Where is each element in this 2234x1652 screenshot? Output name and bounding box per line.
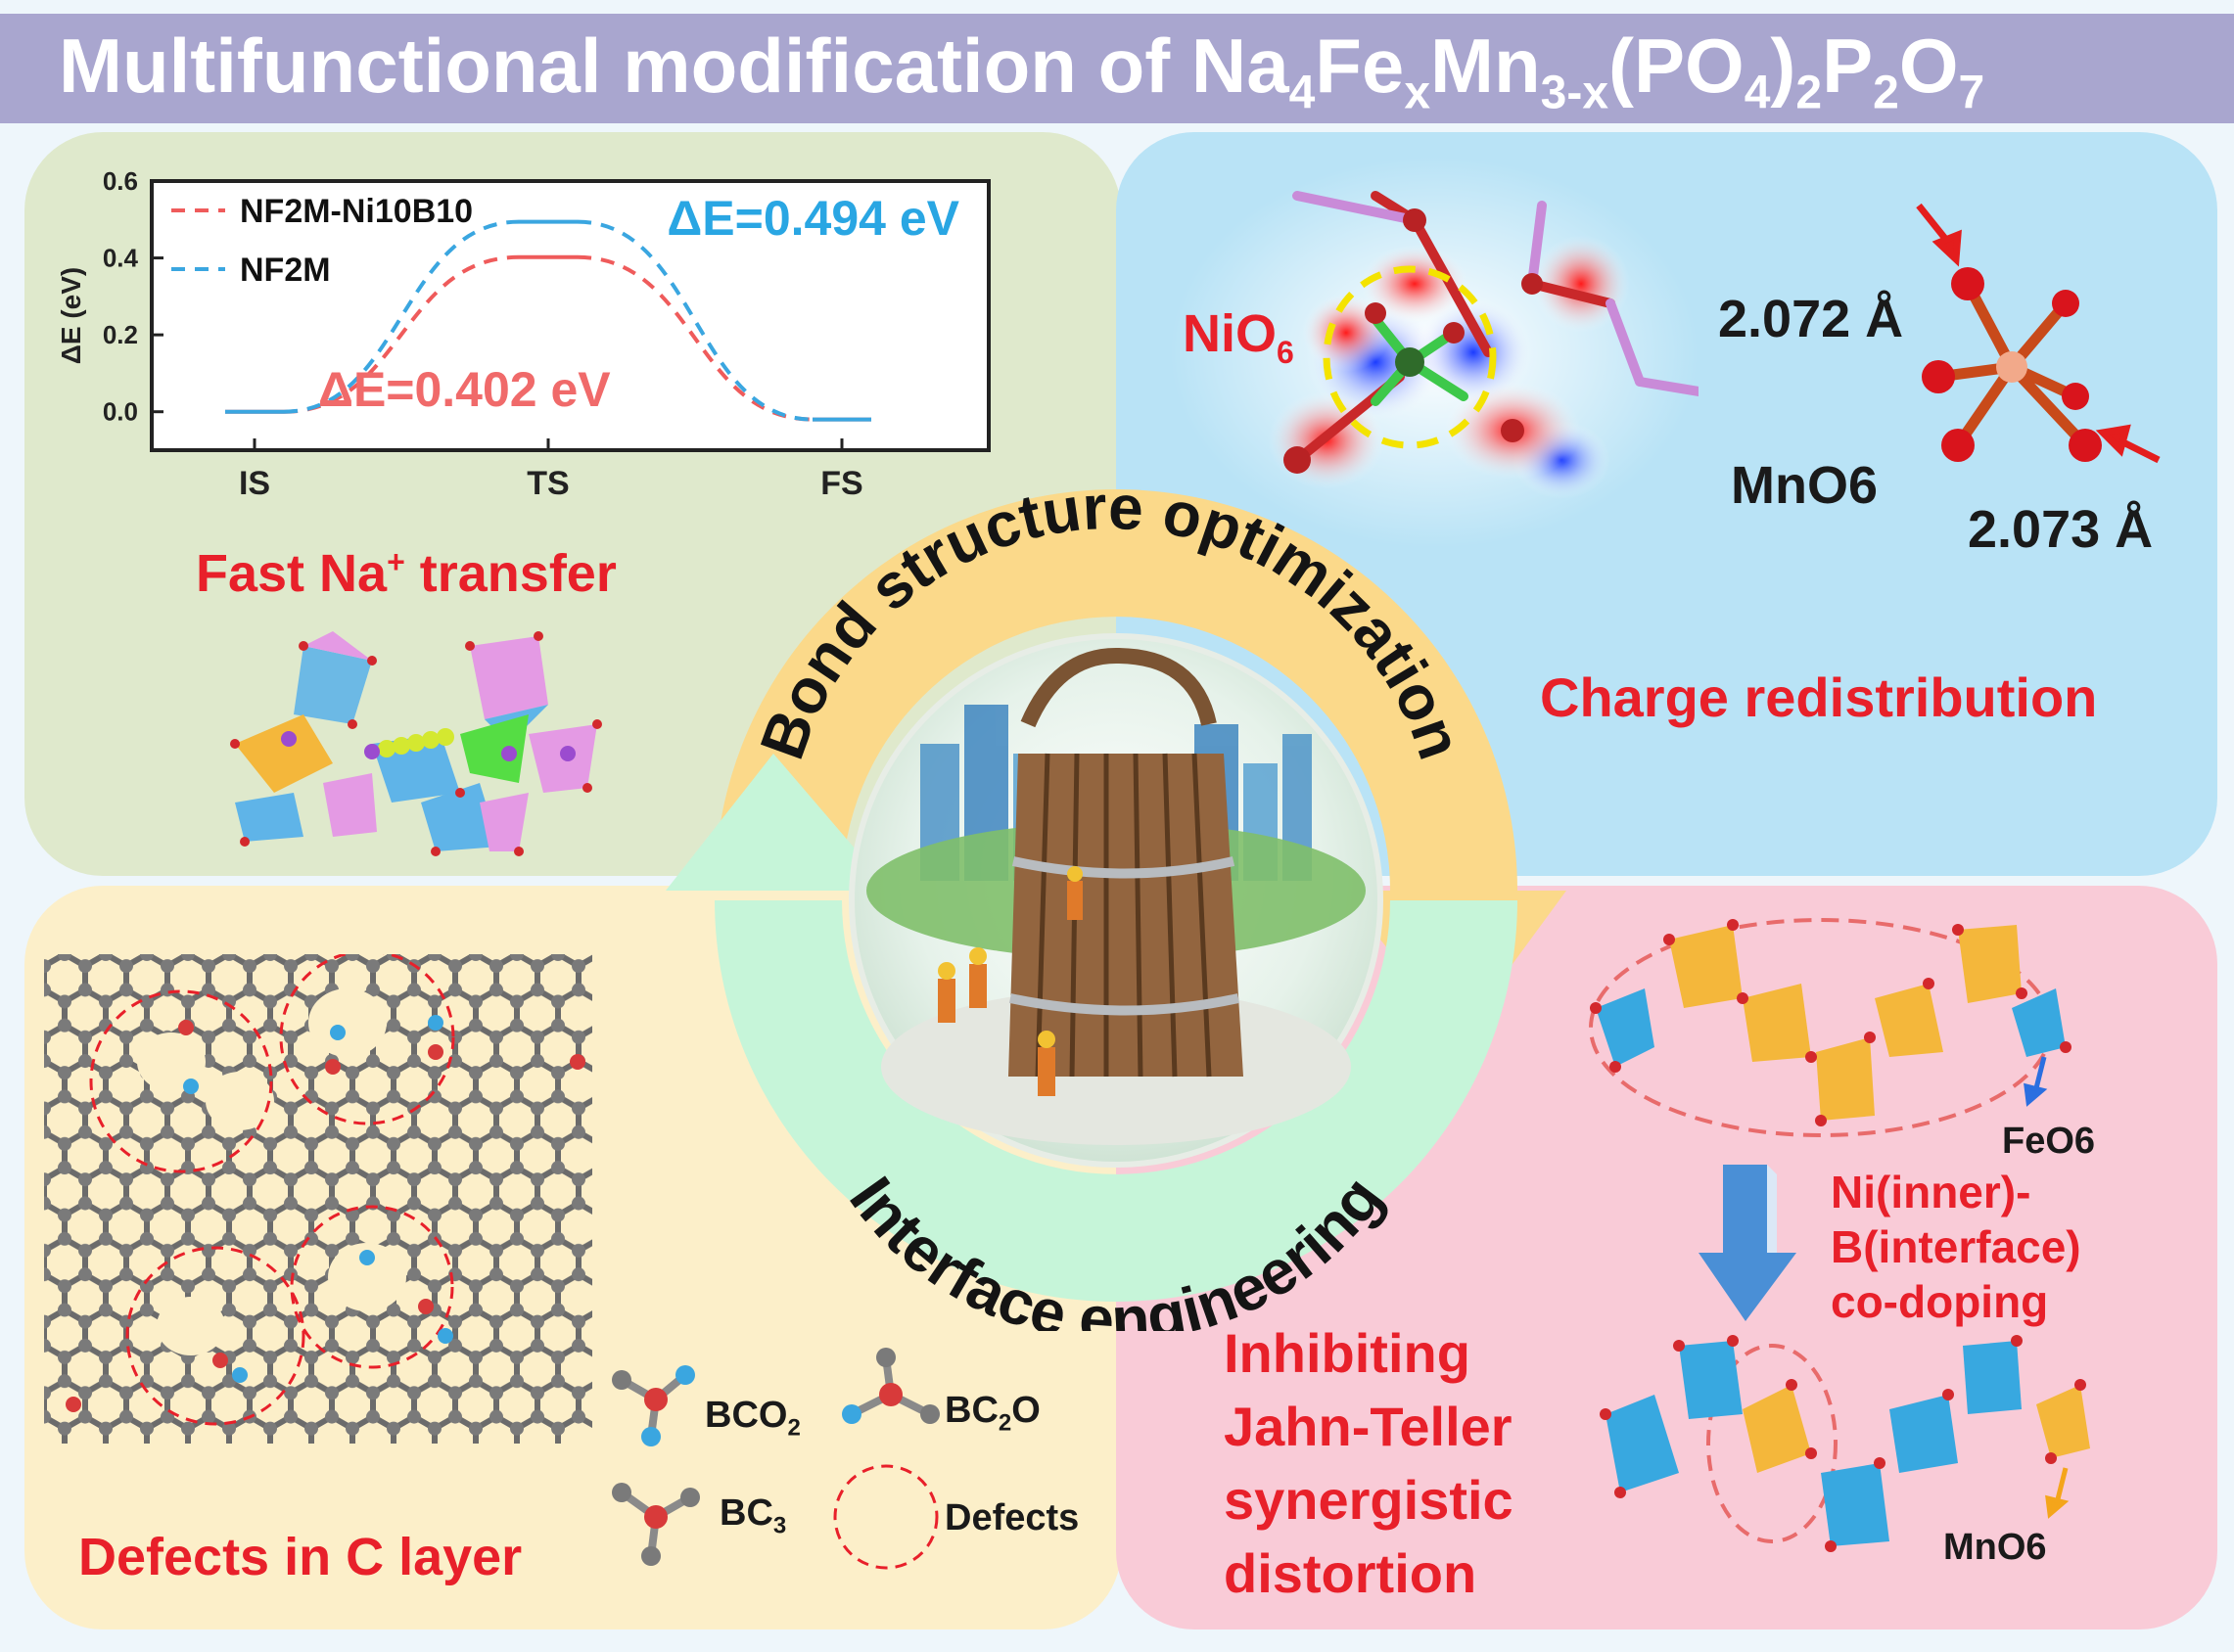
y-tick-label: 0.4 bbox=[103, 244, 139, 273]
y-tick-label: 0.2 bbox=[103, 320, 138, 349]
transform-down-arrow-icon bbox=[1699, 1165, 1796, 1321]
y-axis-label: ΔE (eV) bbox=[59, 267, 86, 364]
title-bar: Multifunctional modification of Na4FexMn… bbox=[0, 14, 2234, 123]
mno6-chain-icon bbox=[1600, 1335, 2090, 1552]
y-tick-label: 0.0 bbox=[103, 397, 138, 427]
na-diffusion-structure-icon bbox=[230, 631, 602, 856]
feo6-chain-icon bbox=[1589, 918, 2071, 1137]
bc2o-icon bbox=[842, 1348, 940, 1424]
defect-circle-icon bbox=[833, 1464, 939, 1570]
plot-area bbox=[150, 179, 991, 452]
charge-density-map-icon bbox=[1170, 157, 1699, 548]
graphene-defect-lattice-icon bbox=[44, 954, 592, 1444]
annotation-barrier-doped: ΔE=0.402 eV bbox=[318, 362, 611, 417]
bond-length-1: 2.072 Å bbox=[1718, 290, 1904, 348]
chart-svg: 0.0 0.2 0.4 0.6IS TS FS ΔE (eV) NF2M-Ni10B10NF2… bbox=[56, 166, 991, 502]
figure-title: Multifunctional modification of Na4FexMn… bbox=[59, 23, 1985, 119]
x-tick-label: FS bbox=[820, 465, 862, 502]
nio6-label: NiO6 bbox=[1183, 304, 1294, 370]
mno6-label-bottom: MnO6 bbox=[1943, 1527, 2047, 1568]
mno6-label-top: MnO6 bbox=[1731, 456, 1879, 515]
center-cycle-diagram: Bond structure optimization Interface en… bbox=[666, 472, 1566, 1331]
ni-b-codoping-label: Ni(inner)- B(interface) co-doping bbox=[1831, 1167, 2081, 1327]
defects-in-c-layer-caption: Defects in C layer bbox=[78, 1528, 523, 1586]
annotation-barrier-nf2m: ΔE=0.494 eV bbox=[667, 191, 959, 246]
bond-length-2: 2.073 Å bbox=[1968, 500, 2154, 559]
x-tick-label: TS bbox=[527, 465, 569, 502]
mno6-octahedron-icon bbox=[1916, 203, 2161, 464]
bc3-label: BC3 bbox=[720, 1492, 787, 1539]
feo6-label: FeO6 bbox=[2002, 1121, 2096, 1162]
defects-label: Defects bbox=[945, 1497, 1080, 1538]
series-line-0 bbox=[283, 254, 520, 414]
legend-entry: NF2M-Ni10B10 bbox=[240, 193, 473, 230]
series-line-0 bbox=[577, 254, 814, 422]
fast-na-transfer-caption: Fast Na+ transfer bbox=[196, 544, 617, 603]
x-tick-label: IS bbox=[239, 465, 270, 502]
bc2o-label: BC2O bbox=[945, 1390, 1041, 1437]
bc3-icon bbox=[612, 1483, 700, 1566]
bco2-icon bbox=[612, 1365, 695, 1446]
jahn-teller-caption: Inhibiting Jahn-Teller synergistic disto… bbox=[1224, 1322, 1513, 1604]
legend-entry: NF2M bbox=[240, 252, 331, 289]
bco2-label: BCO2 bbox=[705, 1395, 801, 1442]
y-tick-label: 0.6 bbox=[103, 166, 138, 196]
charge-redistribution-caption: Charge redistribution bbox=[1540, 666, 2098, 728]
